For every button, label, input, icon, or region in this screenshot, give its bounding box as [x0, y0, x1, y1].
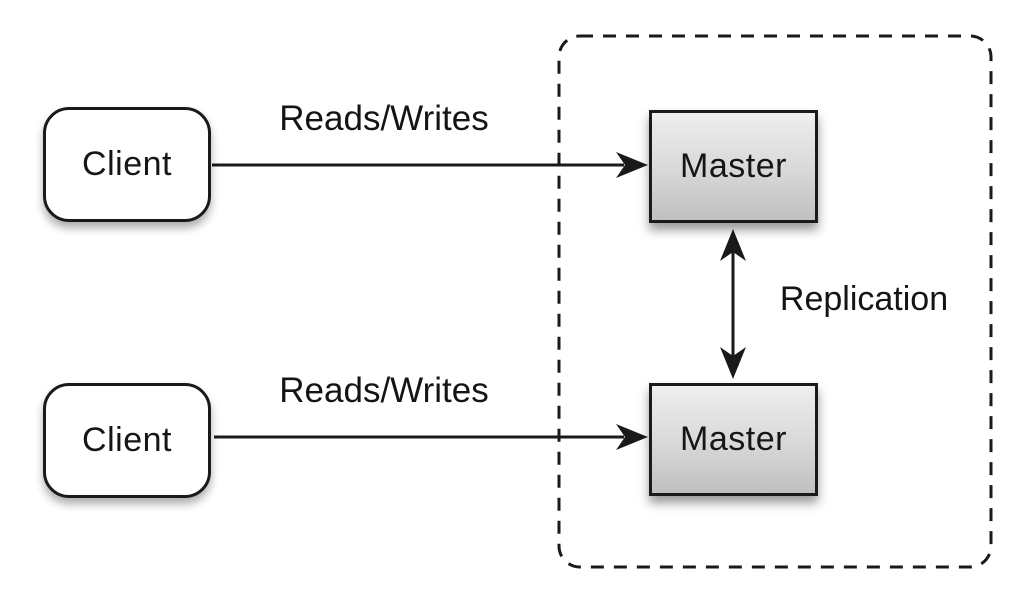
arrowhead-icon: [616, 152, 648, 178]
replication-arrow: [720, 229, 746, 379]
arrowhead-down-icon: [720, 347, 746, 379]
edge-label-reads-writes-top: Reads/Writes: [279, 99, 489, 138]
edge-label-reads-writes-bottom: Reads/Writes: [279, 371, 489, 410]
arrowhead-icon: [616, 424, 648, 450]
client-node-1-label: Client: [82, 145, 172, 183]
client-node-1: Client: [43, 107, 211, 222]
reads-writes-arrow-top: [212, 152, 648, 178]
client-node-2: Client: [43, 383, 211, 498]
master-node-2: Master: [649, 383, 818, 496]
reads-writes-arrow-bottom: [214, 424, 648, 450]
client-node-2-label: Client: [82, 421, 172, 459]
arrowhead-up-icon: [720, 229, 746, 261]
master-node-1: Master: [649, 110, 818, 223]
edge-label-replication: Replication: [779, 280, 949, 318]
master-node-2-label: Master: [680, 420, 787, 458]
master-node-1-label: Master: [680, 147, 787, 185]
